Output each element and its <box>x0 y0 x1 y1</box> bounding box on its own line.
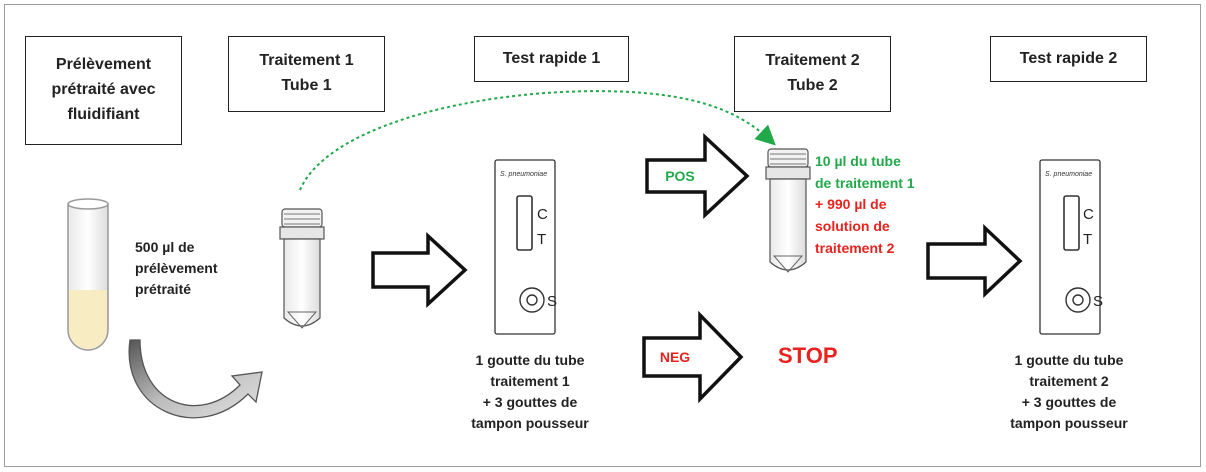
pos-label: POS <box>665 168 695 184</box>
note-line: prétraité <box>135 281 192 297</box>
arrow-tube2-to-test2 <box>926 223 1023 299</box>
step-line: Test rapide 1 <box>502 49 601 67</box>
note-line: tampon pousseur <box>471 415 589 431</box>
step-box-treatment-1: Traitement 1 Tube 1 <box>228 36 385 112</box>
note-line: 500 µl de <box>135 239 195 255</box>
stop-label: STOP <box>778 343 838 368</box>
note-line: traitement 2 <box>1029 373 1109 389</box>
rapid-test-2-note: 1 goutte du tube traitement 2 + 3 goutte… <box>994 350 1144 434</box>
cassette-2-t: T <box>1083 231 1092 248</box>
tube-1-icon <box>279 208 325 329</box>
note-line: 1 goutte du tube <box>475 352 585 368</box>
step-line: Traitement 2 <box>765 52 860 70</box>
note-line: prélèvement <box>135 260 218 276</box>
note-line: + 3 gouttes de <box>482 394 578 410</box>
arrow-pos <box>645 132 750 220</box>
neg-label: NEG <box>660 349 690 365</box>
step-line: Traitement 1 <box>259 52 354 70</box>
cassette-1-c: C <box>537 206 548 223</box>
note-line-green: de traitement 1 <box>815 174 915 191</box>
step-box-sample: Prélèvement prétraité avec fluidifiant <box>25 36 182 145</box>
cassette-2-icon: S. pneumoniae C T S <box>1039 159 1103 335</box>
cassette-2-species: S. pneumoniae <box>1045 171 1092 178</box>
cassette-1-s: S <box>547 293 557 310</box>
cassette-1-species: S. pneumoniae <box>500 171 547 178</box>
sample-volume-note: 500 µl de prélèvement prétraité <box>135 237 217 300</box>
note-line: + 3 gouttes de <box>1021 394 1117 410</box>
step-line: prétraité avec <box>51 81 156 99</box>
note-line-green: 10 µl du tube <box>815 153 901 169</box>
note-line: tampon pousseur <box>1010 415 1128 431</box>
note-line-red: traitement 2 <box>815 239 895 256</box>
transfer-arrow <box>299 90 776 191</box>
note-line: traitement 1 <box>490 373 570 389</box>
step-line: fluidifiant <box>67 105 140 123</box>
curved-arrow-icon <box>128 339 263 419</box>
step-line: Tube 2 <box>787 77 838 94</box>
cassette-1-t: T <box>537 231 546 248</box>
step-box-rapid-test-2: Test rapide 2 <box>990 36 1147 82</box>
step-line: Tube 1 <box>281 77 332 94</box>
tube-2-note: 10 µl du tube de traitement 1 + 990 µl d… <box>815 151 915 259</box>
note-line-red: solution de <box>815 218 890 235</box>
tube-2-icon <box>765 148 811 273</box>
cassette-2-s: S <box>1093 293 1103 310</box>
step-line: Prélèvement <box>55 56 152 74</box>
note-line-red: + 990 µl de <box>815 196 887 213</box>
cassette-2-c: C <box>1083 206 1094 223</box>
cassette-1-icon: S. pneumoniae C T S <box>494 159 557 335</box>
sample-tube-icon <box>67 198 109 351</box>
note-line: 1 goutte du tube <box>1014 352 1124 368</box>
arrow-neg <box>642 310 744 404</box>
step-box-rapid-test-1: Test rapide 1 <box>474 36 629 82</box>
step-line: Test rapide 2 <box>1019 49 1118 67</box>
rapid-test-1-note: 1 goutte du tube traitement 1 + 3 goutte… <box>455 350 605 434</box>
step-box-treatment-2: Traitement 2 Tube 2 <box>734 36 891 112</box>
arrow-tube1-to-test1 <box>371 232 468 308</box>
